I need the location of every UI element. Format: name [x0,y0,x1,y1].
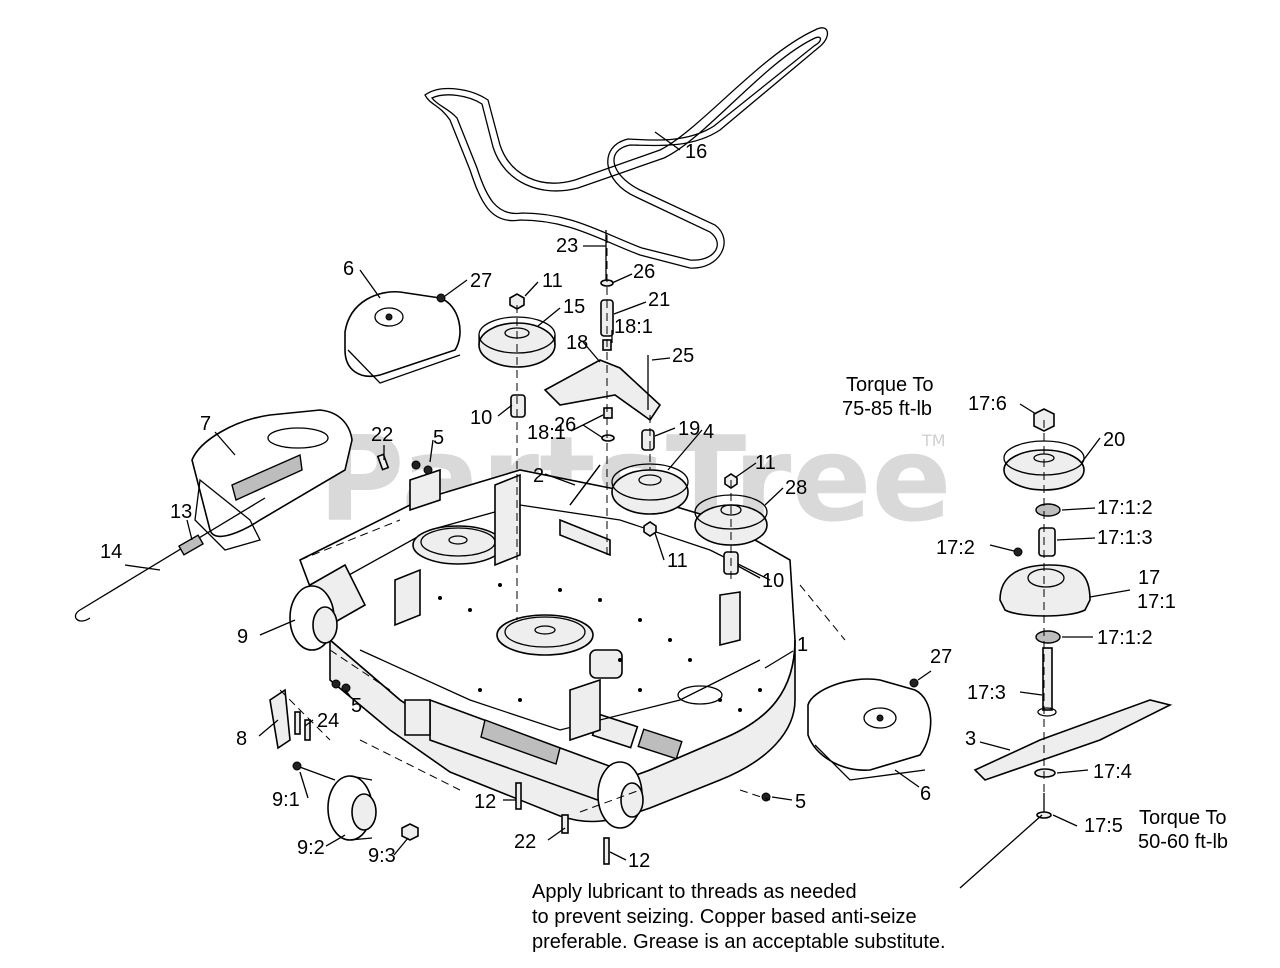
nut-5-top-a-drawing [411,460,421,470]
callout-9-3: 9:3 [368,845,396,867]
callout-labels: 16 23 26 21 18:1 18 25 6 27 11 15 10 18:… [100,141,1176,872]
bushing-18-1-lower-drawing [603,407,613,419]
callout-17-4: 17:4 [1093,761,1132,783]
callout-18-1: 18:1 [614,316,653,338]
spindle-assembly-drawing [973,408,1173,819]
callout-22-bottom: 22 [514,831,536,853]
callout-17-5: 17:5 [1084,815,1123,837]
callout-6-right: 6 [920,783,931,805]
callout-15: 15 [563,296,585,318]
bolt-12-b-drawing [603,837,610,865]
callout-1: 1 [797,634,808,656]
watermark-tm: TM [921,431,946,450]
callout-13: 13 [170,501,192,523]
lubricant-note: Apply lubricant to threads as needed to … [532,881,946,953]
svg-text:75-85 ft-lb: 75-85 ft-lb [842,398,932,420]
nut-9-3-drawing [401,823,419,841]
callout-27-right: 27 [930,646,952,668]
callout-7: 7 [200,413,211,435]
callout-26-lower: 26 [554,414,576,436]
svg-text:preferable. Grease is an accep: preferable. Grease is an acceptable subs… [532,931,946,953]
callout-17-6: 17:6 [968,393,1007,415]
torque-note-bottom: Torque To 50-60 ft-lb [1138,807,1228,853]
spacer-19-drawing [641,429,655,451]
callout-11-right: 11 [755,452,776,474]
gauge-wheel-drawing [327,775,377,841]
callout-10-top: 10 [470,407,492,429]
callout-14: 14 [100,541,122,563]
callout-12-b: 12 [628,850,650,872]
bolt-22-bottom-drawing [561,814,569,834]
callout-12-a: 12 [474,791,496,813]
bracket-8-drawing [269,688,291,750]
callout-20: 20 [1103,429,1125,451]
callout-18: 18 [566,332,588,354]
left-cover-drawing [191,409,353,551]
callout-17-1-3: 17:1:3 [1097,527,1153,549]
callout-22-top: 22 [371,424,393,446]
callout-17: 17 [1138,567,1160,589]
callout-26: 26 [633,261,655,283]
bolts-24-drawing [294,711,311,741]
rod-14-drawing [74,497,266,622]
callout-17-1: 17:1 [1137,591,1176,613]
callout-5-left: 5 [351,695,362,717]
callout-6-top: 6 [343,258,354,280]
callout-25: 25 [672,345,694,367]
bolt-27-top-drawing [436,293,446,303]
top-cover-drawing [344,290,461,384]
callout-2: 2 [533,465,544,487]
front-wheel-drawing [597,761,644,829]
nut-11-top-drawing [509,293,525,310]
callout-9: 9 [237,626,248,648]
spring-13-drawing [178,534,204,556]
bolt-12-a-drawing [515,782,522,810]
idler-arm-18-drawing [543,359,662,422]
callout-23: 23 [556,235,578,257]
callout-8: 8 [236,728,247,750]
callout-24: 24 [317,710,339,732]
callout-10-right: 10 [762,570,784,592]
nut-11-lower-drawing [643,521,657,537]
callout-16: 16 [685,141,707,163]
svg-text:Apply lubricant to threads as: Apply lubricant to threads as needed [532,881,857,903]
right-cover-drawing [807,678,932,781]
svg-text:Torque To: Torque To [1139,807,1226,829]
bolt-22-top-drawing [376,453,390,471]
spacer-10-top-drawing [510,394,526,418]
callout-17-3: 17:3 [967,682,1006,704]
callout-4: 4 [703,421,714,443]
mower-deck-drawing [298,468,796,823]
spring-2-drawing [569,464,601,506]
torque-note-top: Torque To 75-85 ft-lb [842,374,933,420]
washer-26-lower-drawing [601,434,615,442]
callout-11-top: 11 [542,270,563,292]
callout-18-1-lower: 18:1 [527,422,566,444]
alignment-lines [279,235,1045,813]
callout-9-2: 9:2 [297,837,325,859]
bolt-27-right-drawing [909,678,919,688]
callout-19: 19 [678,418,700,440]
nut-5-left-a-drawing [331,679,341,689]
svg-text:Torque To: Torque To [846,374,933,396]
callout-17-1-2-top: 17:1:2 [1097,497,1153,519]
callout-17-1-2-bottom: 17:1:2 [1097,627,1153,649]
nut-5-top-b-drawing [423,465,433,475]
svg-text:to prevent seizing. Copper bas: to prevent seizing. Copper based anti-se… [532,906,917,928]
callout-5-top: 5 [433,427,444,449]
callout-27-top: 27 [470,270,492,292]
svg-text:50-60 ft-lb: 50-60 ft-lb [1138,831,1228,853]
leader-lines [124,131,1131,889]
callout-11-lower: 11 [667,550,688,572]
left-wheel-drawing [289,563,367,651]
callout-17-2: 17:2 [936,537,975,559]
callout-5-bottom: 5 [795,791,806,813]
belt-drawing [424,27,829,269]
callout-9-1: 9:1 [272,789,300,811]
callout-21: 21 [648,289,670,311]
callout-3: 3 [965,728,976,750]
callout-28: 28 [785,477,807,499]
bolt-9-1-drawing [296,765,336,781]
